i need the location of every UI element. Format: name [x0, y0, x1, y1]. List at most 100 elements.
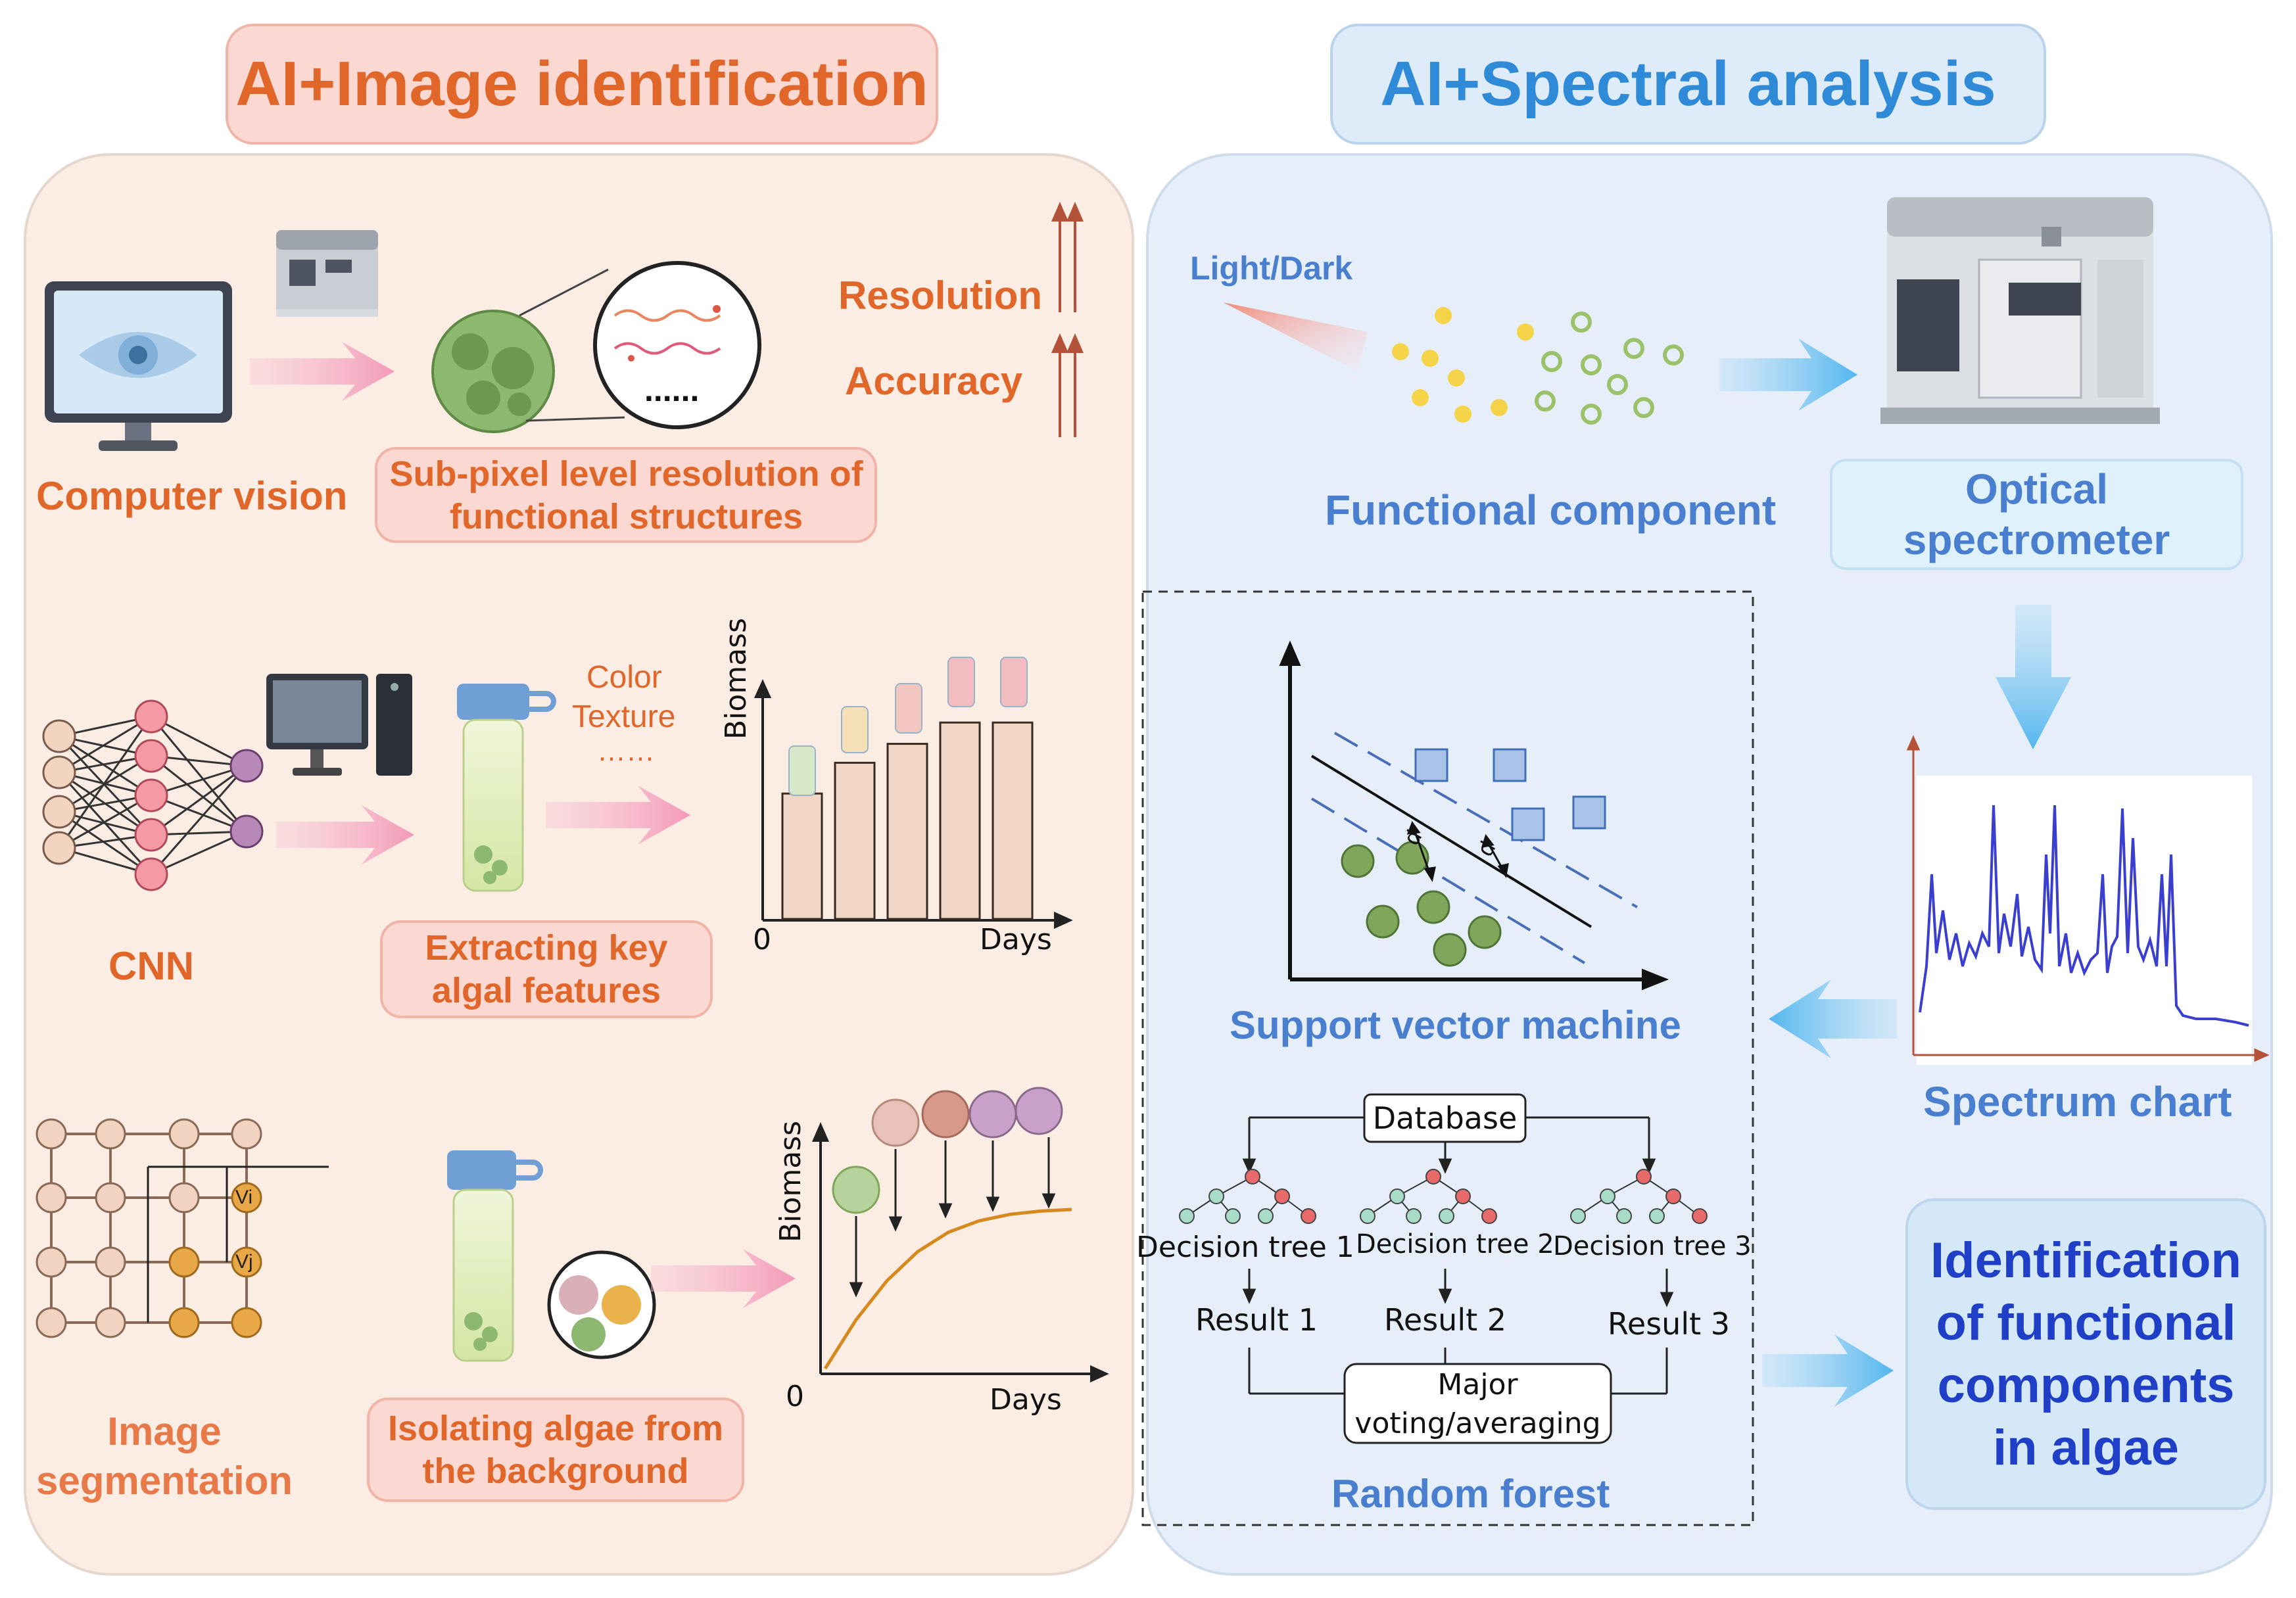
- tree-3-node: [1692, 1208, 1708, 1224]
- culture-tube-icon: [457, 684, 556, 892]
- output-label: Identification of functional components …: [1930, 1233, 2241, 1476]
- bar-2: [834, 761, 876, 920]
- output-box: [1905, 1198, 2266, 1510]
- arrow-to-spectrum: [1996, 605, 2071, 749]
- decision-tree-2-label: Decision tree 2: [1356, 1229, 1554, 1259]
- result-1-label: Result 1: [1195, 1302, 1318, 1338]
- svm-class-a: [1414, 748, 1606, 841]
- feature-color: Color: [586, 660, 662, 695]
- node-vj-label: Vj: [235, 1251, 253, 1273]
- spectrometer-icon: [1880, 197, 2160, 424]
- arrow-row3-a: [651, 1249, 796, 1308]
- row3-caption-box: [367, 1398, 744, 1502]
- tree-2-node: [1360, 1208, 1375, 1224]
- database-label: Database: [1372, 1100, 1518, 1136]
- feature-more: ……: [597, 735, 655, 767]
- tree-1-node: [1208, 1188, 1224, 1204]
- spectrometer-caption-box: [1830, 459, 2243, 570]
- tree-2-node: [1406, 1208, 1422, 1224]
- desktop-computer-icon: [266, 674, 412, 776]
- svm-margin-lower: [1310, 797, 1586, 964]
- tree-3-node: [1600, 1188, 1615, 1204]
- svm-axes: [1279, 640, 1669, 991]
- bar-3: [886, 743, 928, 920]
- tree-1-node: [1245, 1169, 1260, 1185]
- arrow-to-output: [1762, 1334, 1894, 1407]
- tree-2-node: [1389, 1188, 1405, 1204]
- segmentation-graph-icon: [36, 1118, 329, 1338]
- accuracy-up-arrows: [1051, 333, 1084, 437]
- right-title-box: [1330, 24, 2046, 145]
- ml-methods-box: [1141, 590, 1754, 1526]
- left-section-title: AI+Image identification: [235, 48, 928, 119]
- voting-box: [1343, 1363, 1612, 1444]
- tree-3-node: [1665, 1188, 1681, 1204]
- growth-curve: [823, 1208, 1072, 1370]
- light-dark-label: Light/Dark: [1190, 250, 1353, 287]
- microscope-instrument-icon: [276, 230, 378, 317]
- resolution-label: Resolution: [838, 273, 1042, 317]
- computer-vision-label: Computer vision: [36, 474, 348, 518]
- arrow-to-spectrometer: [1719, 339, 1857, 411]
- tree-1-node: [1179, 1208, 1195, 1224]
- growth-chart-arrows: [849, 1137, 1056, 1298]
- result-3-label: Result 3: [1608, 1306, 1731, 1342]
- arrow-to-svm: [1769, 979, 1897, 1058]
- spectrum-line: [1919, 805, 2249, 1027]
- isolated-algae-lens-icon: [547, 1250, 656, 1359]
- tree-2-node: [1439, 1208, 1454, 1224]
- spectrum-chart-bg: [1917, 776, 2252, 1065]
- svm-class-b: [1341, 841, 1502, 967]
- growth-chart-cells: [832, 1087, 1063, 1214]
- growth-chart-origin: 0: [786, 1380, 804, 1413]
- node-vi-label: Vi: [235, 1187, 253, 1208]
- tree-3-node: [1570, 1208, 1586, 1224]
- arrow-row2-b: [546, 786, 690, 845]
- forest-connectors: [1242, 1116, 1674, 1395]
- functional-component-label: Functional component: [1325, 486, 1777, 534]
- tree-1-node: [1225, 1208, 1241, 1224]
- decision-tree-icons: [1179, 1169, 1708, 1224]
- algae-cell-icon: [431, 310, 555, 433]
- bar-chart-origin: 0: [753, 923, 771, 956]
- tree-1-node: [1274, 1188, 1290, 1204]
- spectrometer-label: Optical spectrometer: [1903, 465, 2170, 563]
- bar-4: [939, 721, 981, 920]
- svm-margin-upper: [1334, 732, 1638, 908]
- spectrum-chart-label: Spectrum chart: [1923, 1078, 2232, 1125]
- tree-2-node: [1425, 1169, 1441, 1185]
- growth-chart-ylabel: Biomass: [774, 1120, 807, 1242]
- tree-1-node: [1258, 1208, 1274, 1224]
- spectrum-axes: [1906, 735, 2270, 1062]
- svm-label: Support vector machine: [1230, 1003, 1681, 1047]
- left-title-box: [226, 24, 938, 145]
- row2-caption-box: [380, 920, 713, 1018]
- image-segmentation-label: Image segmentation: [36, 1409, 293, 1503]
- result-2-label: Result 2: [1384, 1302, 1507, 1338]
- zoom-lens-icon: [593, 261, 761, 429]
- bar-5: [992, 721, 1034, 920]
- bar-chart-ylabel: Biomass: [719, 617, 753, 740]
- row2-caption: Extracting key algal features: [425, 928, 668, 1010]
- arrow-row2-a: [276, 805, 414, 864]
- resolution-up-arrows: [1051, 201, 1084, 312]
- arrow-row1-a: [250, 342, 395, 401]
- culture-tube-icon-2: [447, 1150, 543, 1362]
- tree-1-node: [1301, 1208, 1316, 1224]
- monitor-icon: [45, 281, 232, 451]
- tree-3-node: [1636, 1169, 1652, 1185]
- tree-2-node: [1455, 1188, 1471, 1204]
- cnn-label: CNN: [108, 944, 194, 988]
- growth-chart-xlabel: Days: [990, 1383, 1062, 1417]
- tree-3-node: [1616, 1208, 1632, 1224]
- row3-caption: Isolating algae from the background: [387, 1409, 724, 1491]
- decision-tree-3-label: Decision tree 3: [1553, 1231, 1752, 1261]
- bar-chart-bars: [781, 721, 1034, 920]
- tree-3-node: [1649, 1208, 1665, 1224]
- svm-hyperplane: [1310, 755, 1592, 928]
- functional-component-dots: [1392, 307, 1534, 423]
- tree-2-node: [1481, 1208, 1497, 1224]
- feature-texture: Texture: [572, 699, 676, 734]
- bar-chart-tubes: [788, 657, 1028, 796]
